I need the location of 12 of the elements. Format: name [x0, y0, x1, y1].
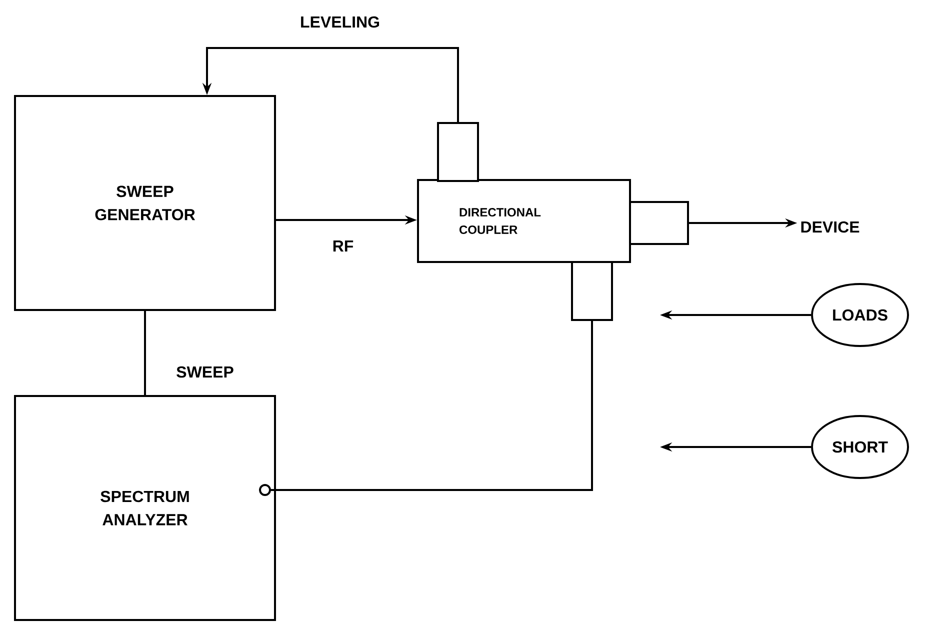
edge-label: RF — [330, 238, 356, 254]
connector-line — [144, 311, 146, 395]
output-label: DEVICE — [801, 221, 860, 233]
connector-terminal — [259, 484, 271, 496]
edge-label: LEVELING — [298, 14, 382, 30]
port-box — [629, 201, 689, 245]
connector-line — [271, 321, 593, 491]
port-box — [571, 261, 613, 321]
block-box: SWEEP GENERATOR — [14, 95, 276, 311]
block-box: SPECTRUM ANALYZER — [14, 395, 276, 621]
port-box — [437, 122, 479, 182]
edge-label: SWEEP — [174, 364, 236, 380]
